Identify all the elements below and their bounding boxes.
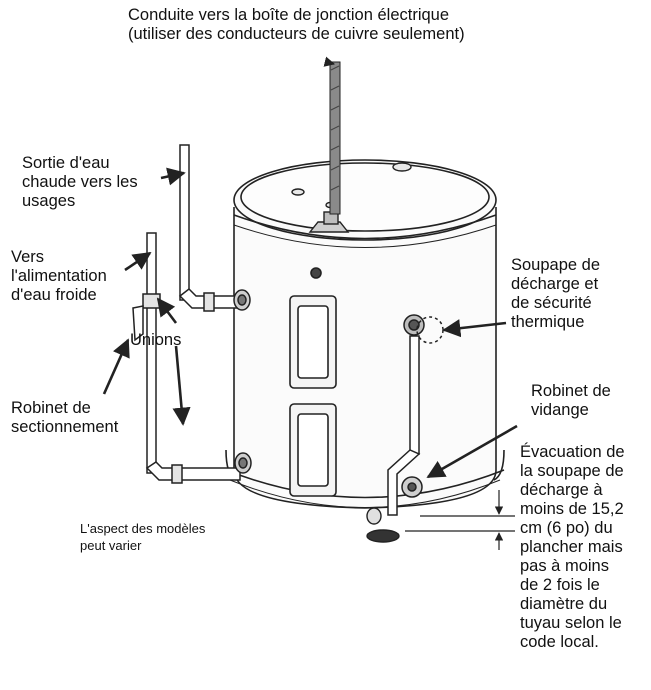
distance-bracket — [405, 490, 515, 550]
relief-valve-label: Soupape de décharge et de sécurité therm… — [511, 256, 601, 331]
relief-discharge-label: Évacuation de la soupape de décharge à m… — [520, 443, 625, 651]
floor-drain — [366, 507, 400, 543]
tank — [225, 159, 505, 509]
shutoff-valve-handle — [132, 305, 144, 342]
conduit-label: Conduite vers la boîte de jonction élect… — [128, 6, 465, 43]
unions-label: Unions — [130, 331, 182, 349]
hot-water-pipe — [178, 144, 251, 312]
electrical-conduit — [329, 61, 341, 215]
leader-arrows — [102, 56, 518, 479]
cold-supply-label: Vers l'alimentation d'eau froide — [11, 248, 107, 304]
drain-valve-label: Robinet de vidange — [531, 382, 611, 419]
hot-outlet-label: Sortie d'eau chaude vers les usages — [22, 154, 138, 210]
drain-valve — [401, 476, 423, 498]
cold-water-pipe — [142, 232, 252, 484]
models-note-label: L'aspect des modèles peut varier — [80, 521, 206, 553]
shutoff-valve-label: Robinet de sectionnement — [11, 399, 119, 436]
access-panels — [289, 267, 337, 497]
